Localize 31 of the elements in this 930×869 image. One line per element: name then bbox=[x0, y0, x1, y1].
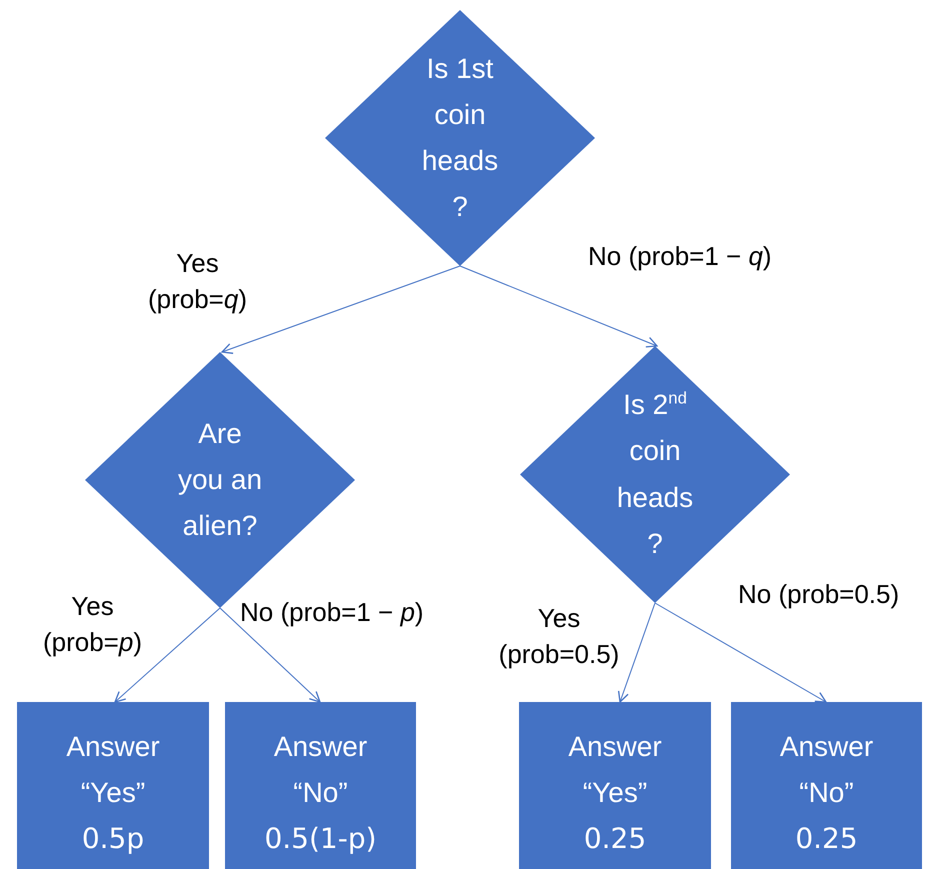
arrow bbox=[221, 266, 460, 354]
arrow bbox=[114, 608, 220, 703]
question-text: Is 1st coin heads ? bbox=[420, 52, 500, 224]
edge-label: No (prob=1 − q) bbox=[588, 240, 773, 273]
question-text: Are you an alien? bbox=[176, 416, 264, 544]
probability-text: 0.5p bbox=[82, 821, 144, 857]
edge-label: Yes (prob=0.5) bbox=[498, 602, 620, 672]
arrow bbox=[220, 608, 321, 703]
answer-box bbox=[519, 702, 711, 869]
answer-value: “Yes” bbox=[80, 776, 146, 810]
answer-value: “No” bbox=[799, 776, 854, 810]
arrow bbox=[654, 602, 827, 703]
answer-box bbox=[731, 702, 922, 869]
answer-value: “Yes” bbox=[582, 776, 648, 810]
arrow bbox=[618, 602, 656, 703]
answer-heading: Answer bbox=[66, 730, 160, 764]
answer-heading: Answer bbox=[274, 730, 368, 764]
edge-label: No (prob=0.5) bbox=[738, 578, 900, 611]
answer-box bbox=[225, 702, 416, 869]
edge-label: No (prob=1 − p) bbox=[240, 596, 425, 629]
edge-label: Yes (prob=p) bbox=[42, 590, 144, 660]
answer-box bbox=[17, 702, 209, 869]
answer-value: “No” bbox=[293, 776, 348, 810]
answer-heading: Answer bbox=[780, 730, 874, 764]
question-text: Is 2$^{nd}$ coin heads ? bbox=[616, 388, 694, 561]
arrow bbox=[460, 266, 658, 348]
probability-text: 0.25 bbox=[795, 821, 858, 857]
edge-label: Yes (prob=q) bbox=[146, 247, 248, 316]
probability-text: 0.5(1-p) bbox=[264, 821, 377, 857]
answer-heading: Answer bbox=[568, 730, 662, 764]
probability-text: 0.25 bbox=[584, 821, 646, 857]
